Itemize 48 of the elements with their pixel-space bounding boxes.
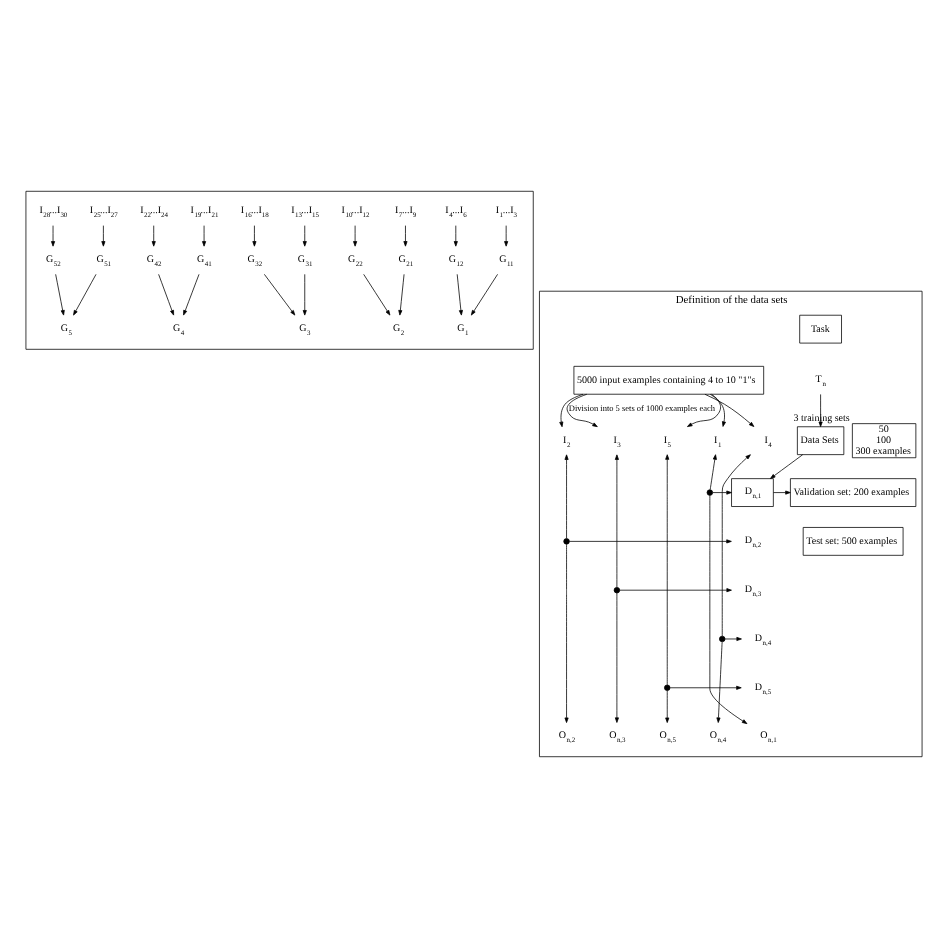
arrow xyxy=(158,273,174,316)
arrow xyxy=(564,543,569,723)
node-circle xyxy=(613,587,621,594)
arrow xyxy=(665,454,670,686)
arrow xyxy=(669,685,742,690)
arrow xyxy=(619,588,732,593)
arrow xyxy=(569,539,732,544)
arrow xyxy=(559,393,584,428)
arrow xyxy=(614,454,619,588)
arrow xyxy=(263,273,296,316)
arrow xyxy=(721,454,751,637)
arrow xyxy=(403,225,408,247)
arrow xyxy=(73,273,97,316)
arrow xyxy=(151,225,156,247)
arrow xyxy=(504,225,509,247)
arrow xyxy=(770,454,804,479)
arrow xyxy=(709,495,748,724)
arrow xyxy=(51,225,56,247)
arrow xyxy=(724,636,742,641)
node-circle xyxy=(706,489,713,496)
arrow xyxy=(564,454,569,539)
arrow xyxy=(711,393,726,427)
arrow xyxy=(363,273,391,316)
arrow xyxy=(716,641,723,723)
arrow xyxy=(101,225,106,247)
arrow xyxy=(353,225,358,247)
node-circle xyxy=(664,684,671,691)
arrow xyxy=(55,273,65,316)
arrow xyxy=(566,393,598,428)
arrow xyxy=(704,393,755,427)
cluster xyxy=(25,190,534,350)
node-circle xyxy=(563,538,570,545)
arrow xyxy=(712,490,732,495)
arrow xyxy=(302,273,307,316)
arrow xyxy=(614,592,619,723)
arrow xyxy=(709,454,717,491)
arrow xyxy=(665,690,670,723)
arrow xyxy=(302,225,307,247)
node-circle xyxy=(719,635,726,643)
arrow xyxy=(252,225,257,247)
arrow xyxy=(687,393,721,427)
arrow xyxy=(183,273,200,316)
arrow xyxy=(456,273,463,316)
arrow xyxy=(202,225,207,247)
arrow xyxy=(773,490,791,495)
arrow xyxy=(398,273,405,316)
arrow xyxy=(470,273,498,316)
arrow xyxy=(453,225,458,247)
